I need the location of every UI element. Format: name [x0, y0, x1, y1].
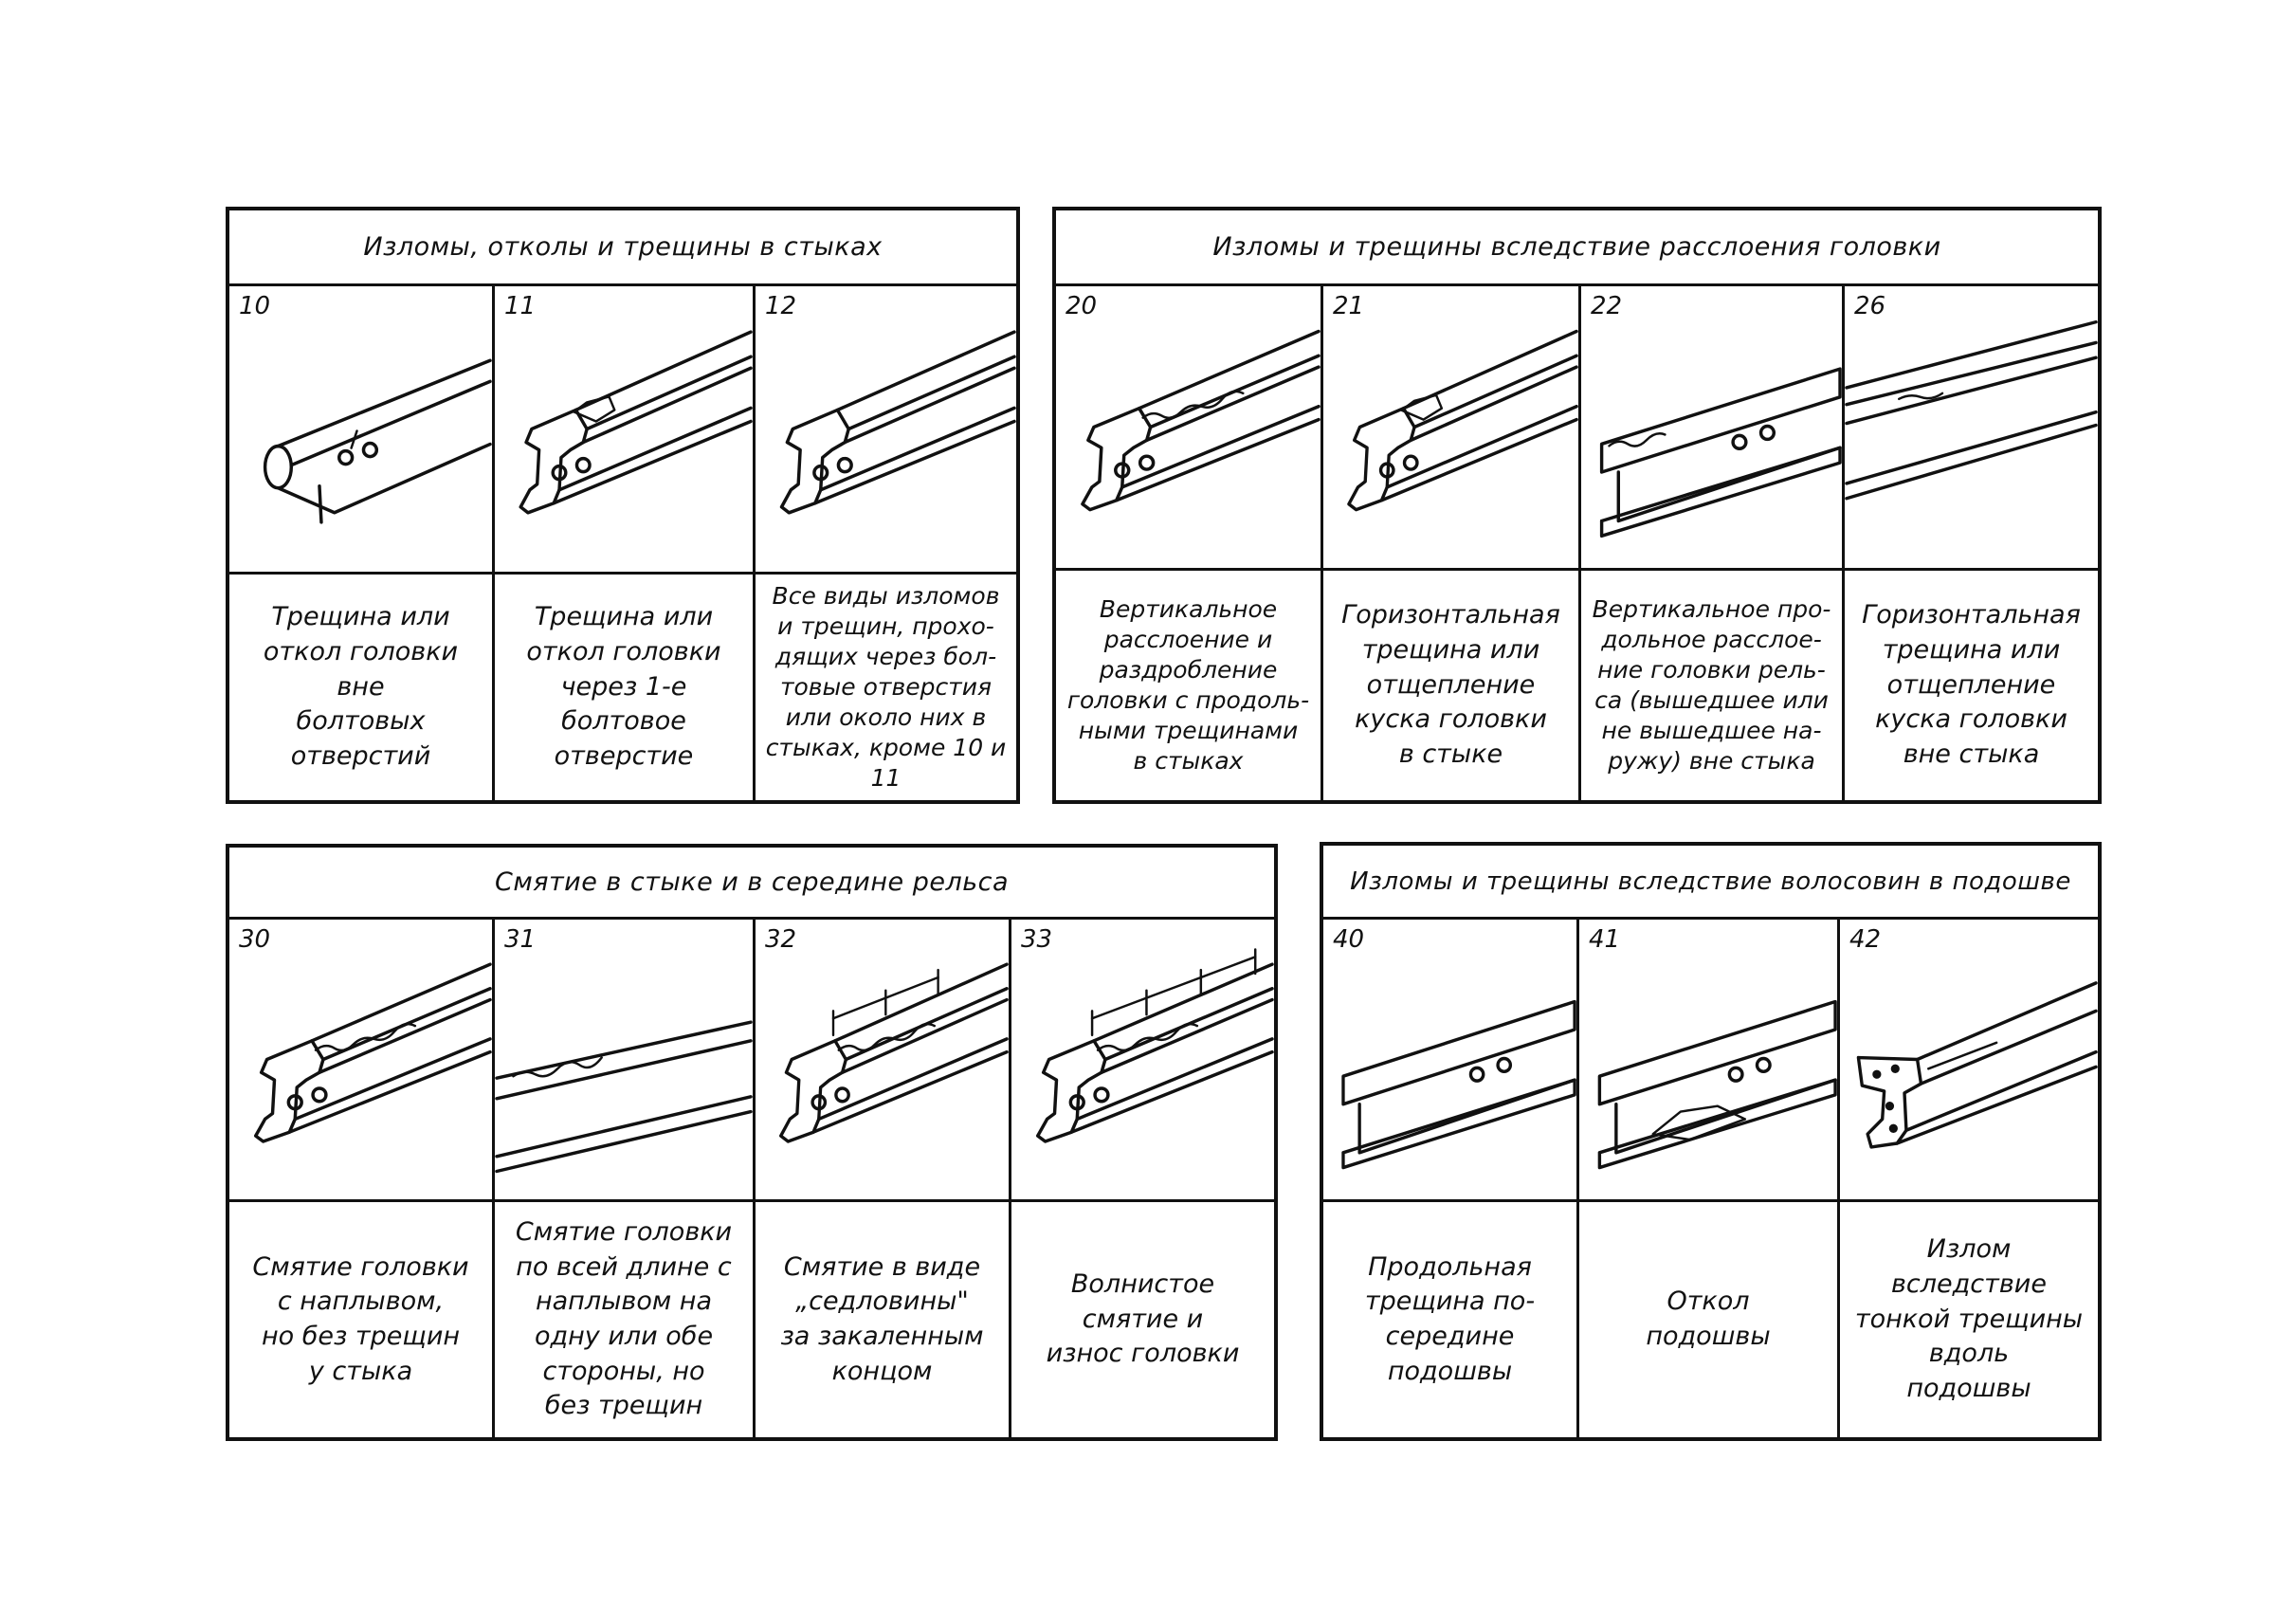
- rail-sketch: [1599, 367, 1842, 538]
- defect-caption: Смятие головки с наплывом, но без трещин…: [229, 1202, 495, 1437]
- defect-number: 12: [765, 292, 797, 320]
- defect-number: 26: [1854, 292, 1886, 320]
- rail-sketch: [1081, 329, 1321, 512]
- defect-number: 20: [1066, 292, 1098, 320]
- table-header: Изломы и трещины вследствие волосовин в …: [1323, 846, 2098, 920]
- rail-sketch: [1035, 948, 1274, 1143]
- defect-figure: 11: [495, 286, 756, 575]
- defect-figure: 42: [1840, 920, 2098, 1202]
- defect-figure: 10: [229, 286, 495, 575]
- defect-number: 42: [1849, 925, 1882, 954]
- defect-figure: 26: [1845, 286, 2098, 571]
- defect-caption: Смятие головки по всей длине с наплывом …: [495, 1202, 756, 1437]
- defect-caption: Смятие в виде „седловины" за закаленным …: [756, 1202, 1011, 1437]
- defect-number: 33: [1021, 925, 1053, 954]
- defect-number: 21: [1333, 292, 1365, 320]
- defect-caption: Продольная трещина по- середине подошвы: [1323, 1202, 1579, 1437]
- rail-sketch: [519, 330, 753, 515]
- table-crushing: Смятие в стыке и в середине рельса 30 31…: [226, 844, 1278, 1441]
- defect-figure: 12: [756, 286, 1016, 575]
- defect-figure: 33: [1011, 920, 1274, 1202]
- defect-figure: 40: [1323, 920, 1579, 1202]
- defect-caption: Излом вследствие тонкой трещины вдоль по…: [1854, 1234, 2084, 1404]
- rail-sketch: [779, 962, 1009, 1143]
- rail-sketch: [253, 962, 492, 1143]
- defect-number: 22: [1591, 292, 1623, 320]
- defect-caption: Горизонтальная трещина или отщепление ку…: [1862, 600, 2081, 770]
- rail-sketch: [495, 1020, 753, 1174]
- rail-sketch: [1856, 981, 2098, 1149]
- table-head-delamination: Изломы и трещины вследствие расслоения г…: [1052, 207, 2102, 804]
- defect-number: 31: [504, 925, 537, 954]
- defect-caption: Трещина или откол головки вне болтовых о…: [229, 575, 495, 800]
- rail-sketch: [1845, 319, 2098, 501]
- table-header: Изломы и трещины вследствие расслоения г…: [1056, 210, 2098, 286]
- defect-number: 32: [765, 925, 797, 954]
- defect-caption: Вертикальное расслоение и раздробление г…: [1056, 571, 1323, 800]
- defect-figure: 31: [495, 920, 756, 1202]
- table-foot-defects: Изломы и трещины вследствие волосовин в …: [1320, 842, 2102, 1441]
- defect-figure: 20: [1056, 286, 1323, 571]
- rail-sketch: [1347, 329, 1578, 512]
- rail-sketch: [779, 330, 1016, 515]
- defect-number: 40: [1333, 925, 1365, 954]
- table-header: Изломы, отколы и трещины в стыках: [229, 210, 1016, 286]
- defect-caption: Волнистое смятие и износ головки: [1046, 1268, 1240, 1369]
- table-joint-breaks: Изломы, отколы и трещины в стыках 10 11 …: [226, 207, 1020, 804]
- defect-number: 30: [239, 925, 271, 954]
- defect-caption: Вертикальное про- дольное расслое- ние г…: [1581, 571, 1845, 800]
- rail-sketch: [1341, 999, 1576, 1170]
- defect-figure: 32: [756, 920, 1011, 1202]
- table-header: Смятие в стыке и в середине рельса: [229, 848, 1274, 920]
- defect-figure: 21: [1323, 286, 1581, 571]
- defect-caption: Горизонтальная трещина или отщепление ку…: [1323, 571, 1581, 800]
- defect-number: 11: [504, 292, 537, 320]
- defect-figure: 41: [1579, 920, 1840, 1202]
- defect-number: 10: [239, 292, 271, 320]
- defect-figure: 22: [1581, 286, 1845, 571]
- defect-caption: Трещина или откол головки через 1-е болт…: [495, 575, 756, 800]
- defect-caption: Все виды изломов и трещин, прохо- дящих …: [765, 582, 1007, 792]
- rail-sketch: [1597, 999, 1837, 1170]
- rail-sketch: [263, 358, 492, 524]
- defect-number: 41: [1589, 925, 1621, 954]
- defect-figure: 30: [229, 920, 495, 1202]
- defect-caption: Откол подошвы: [1579, 1202, 1840, 1437]
